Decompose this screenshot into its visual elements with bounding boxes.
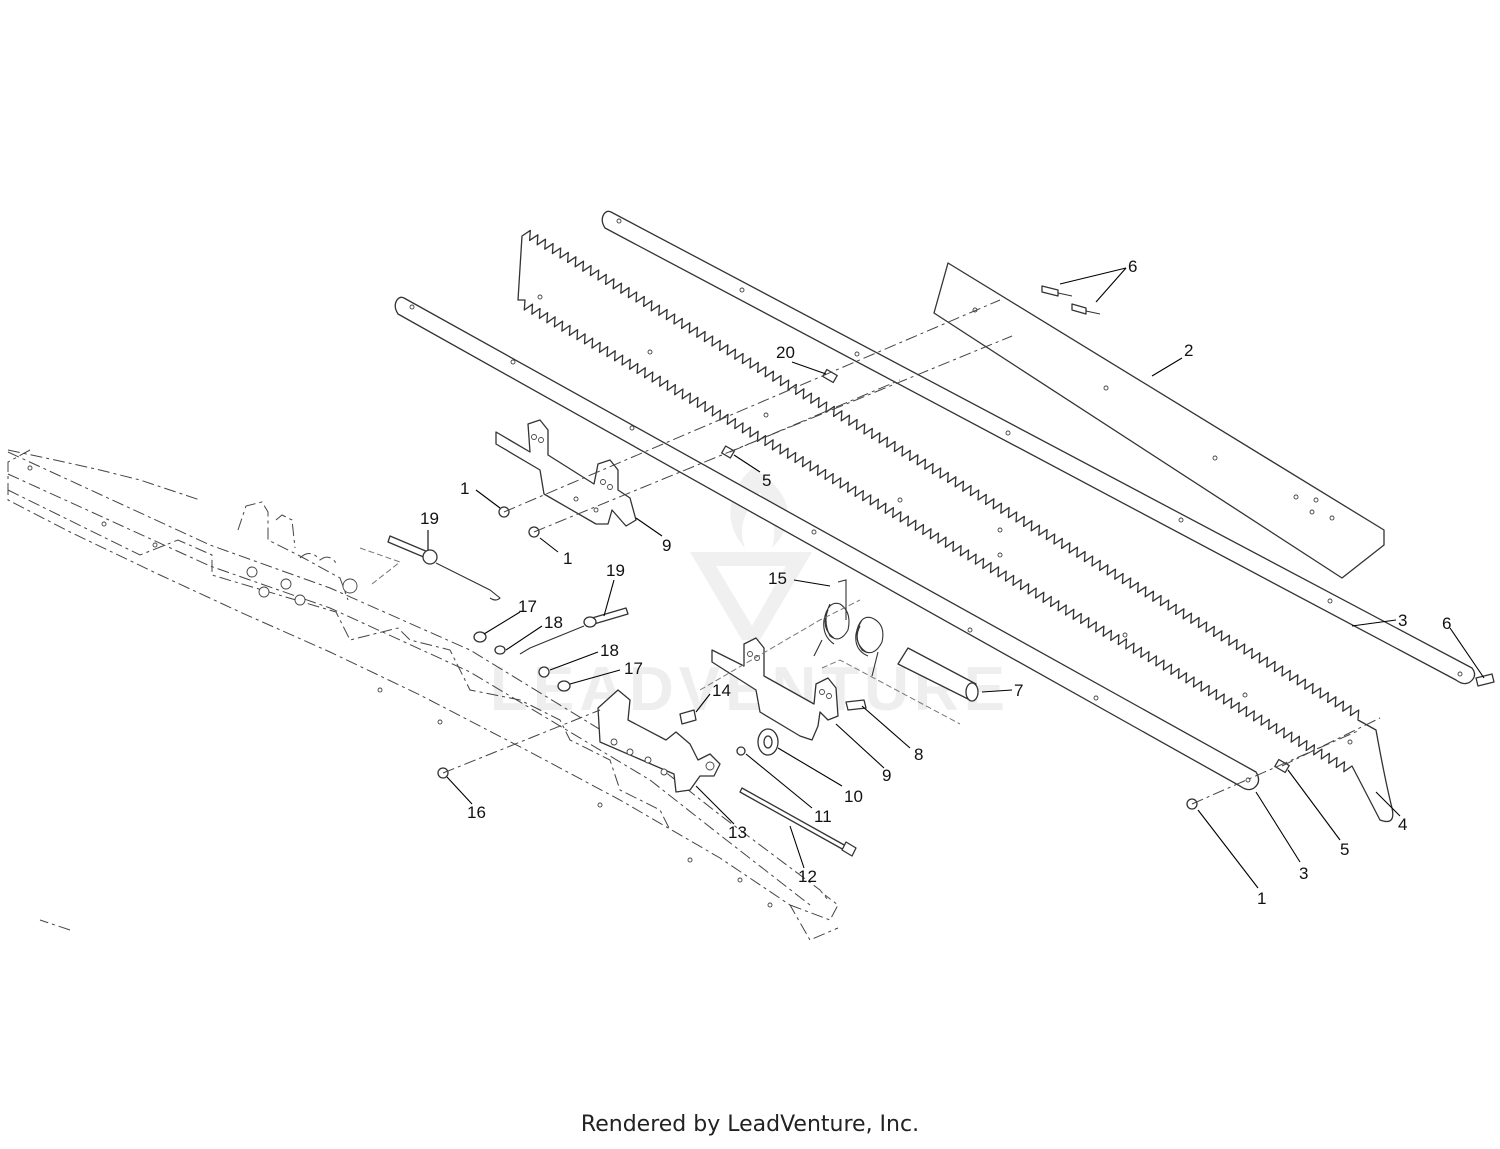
- callout-4: 4: [1398, 815, 1407, 834]
- part-19-lower-pin: [519, 607, 629, 655]
- deck-frame: [7, 449, 839, 941]
- callout-6: 6: [1442, 614, 1451, 633]
- part-8-bolt: [845, 699, 867, 711]
- part-3-lower-strap: [394, 296, 1260, 791]
- part-11-nut: [736, 746, 746, 756]
- callout-1: 1: [1257, 889, 1266, 908]
- callout-17: 17: [518, 597, 537, 616]
- callout-14: 14: [712, 681, 731, 700]
- part-6-bolts: [1041, 285, 1495, 687]
- callout-3: 3: [1398, 611, 1407, 630]
- part-7-roller: [821, 647, 979, 725]
- callout-3: 3: [1299, 864, 1308, 883]
- callout-2: 2: [1184, 341, 1193, 360]
- part-15-torsion-spring: [813, 579, 884, 677]
- callout-7: 7: [1014, 681, 1023, 700]
- part-19-upper-rod: [387, 535, 501, 601]
- callout-19: 19: [606, 561, 625, 580]
- callout-20: 20: [776, 343, 795, 362]
- callouts: 6 2 20 5 1 1 9 19 19 17 18 18 17 15 14 7…: [420, 257, 1451, 908]
- callout-1: 1: [460, 479, 469, 498]
- part-20-pin: [822, 368, 838, 384]
- callout-10: 10: [844, 787, 863, 806]
- callout-5: 5: [1340, 840, 1349, 859]
- callout-15: 15: [768, 569, 787, 588]
- footer-credit: Rendered by LeadVenture, Inc.: [580, 1112, 920, 1137]
- callout-12: 12: [798, 867, 817, 886]
- callout-13: 13: [728, 823, 747, 842]
- leader-lines: [427, 267, 1485, 889]
- part-9-lower-bracket: [711, 637, 839, 741]
- callout-6: 6: [1128, 257, 1137, 276]
- callout-19: 19: [420, 509, 439, 528]
- callout-5: 5: [762, 471, 771, 490]
- callout-16: 16: [467, 803, 486, 822]
- part-14-bolt: [679, 709, 697, 725]
- callout-17: 17: [624, 659, 643, 678]
- left-hinge-assembly: [237, 501, 402, 606]
- callout-11: 11: [814, 807, 832, 826]
- callout-18: 18: [544, 613, 563, 632]
- callout-9: 9: [882, 766, 891, 785]
- assembly-centerlines: [442, 299, 1381, 805]
- part-9-upper-bracket: [495, 419, 637, 527]
- part-3-upper-strap: [601, 210, 1476, 685]
- callout-8: 8: [914, 745, 923, 764]
- callout-1: 1: [563, 549, 572, 568]
- part-2-plate: [933, 262, 1385, 579]
- part-17-18-washers: [473, 631, 571, 692]
- part-13-hinge-bracket: [597, 689, 721, 793]
- callout-18: 18: [600, 641, 619, 660]
- part-12-long-bolt: [739, 787, 857, 857]
- callout-9: 9: [662, 536, 671, 555]
- part-10-roller-wheel: [757, 728, 779, 756]
